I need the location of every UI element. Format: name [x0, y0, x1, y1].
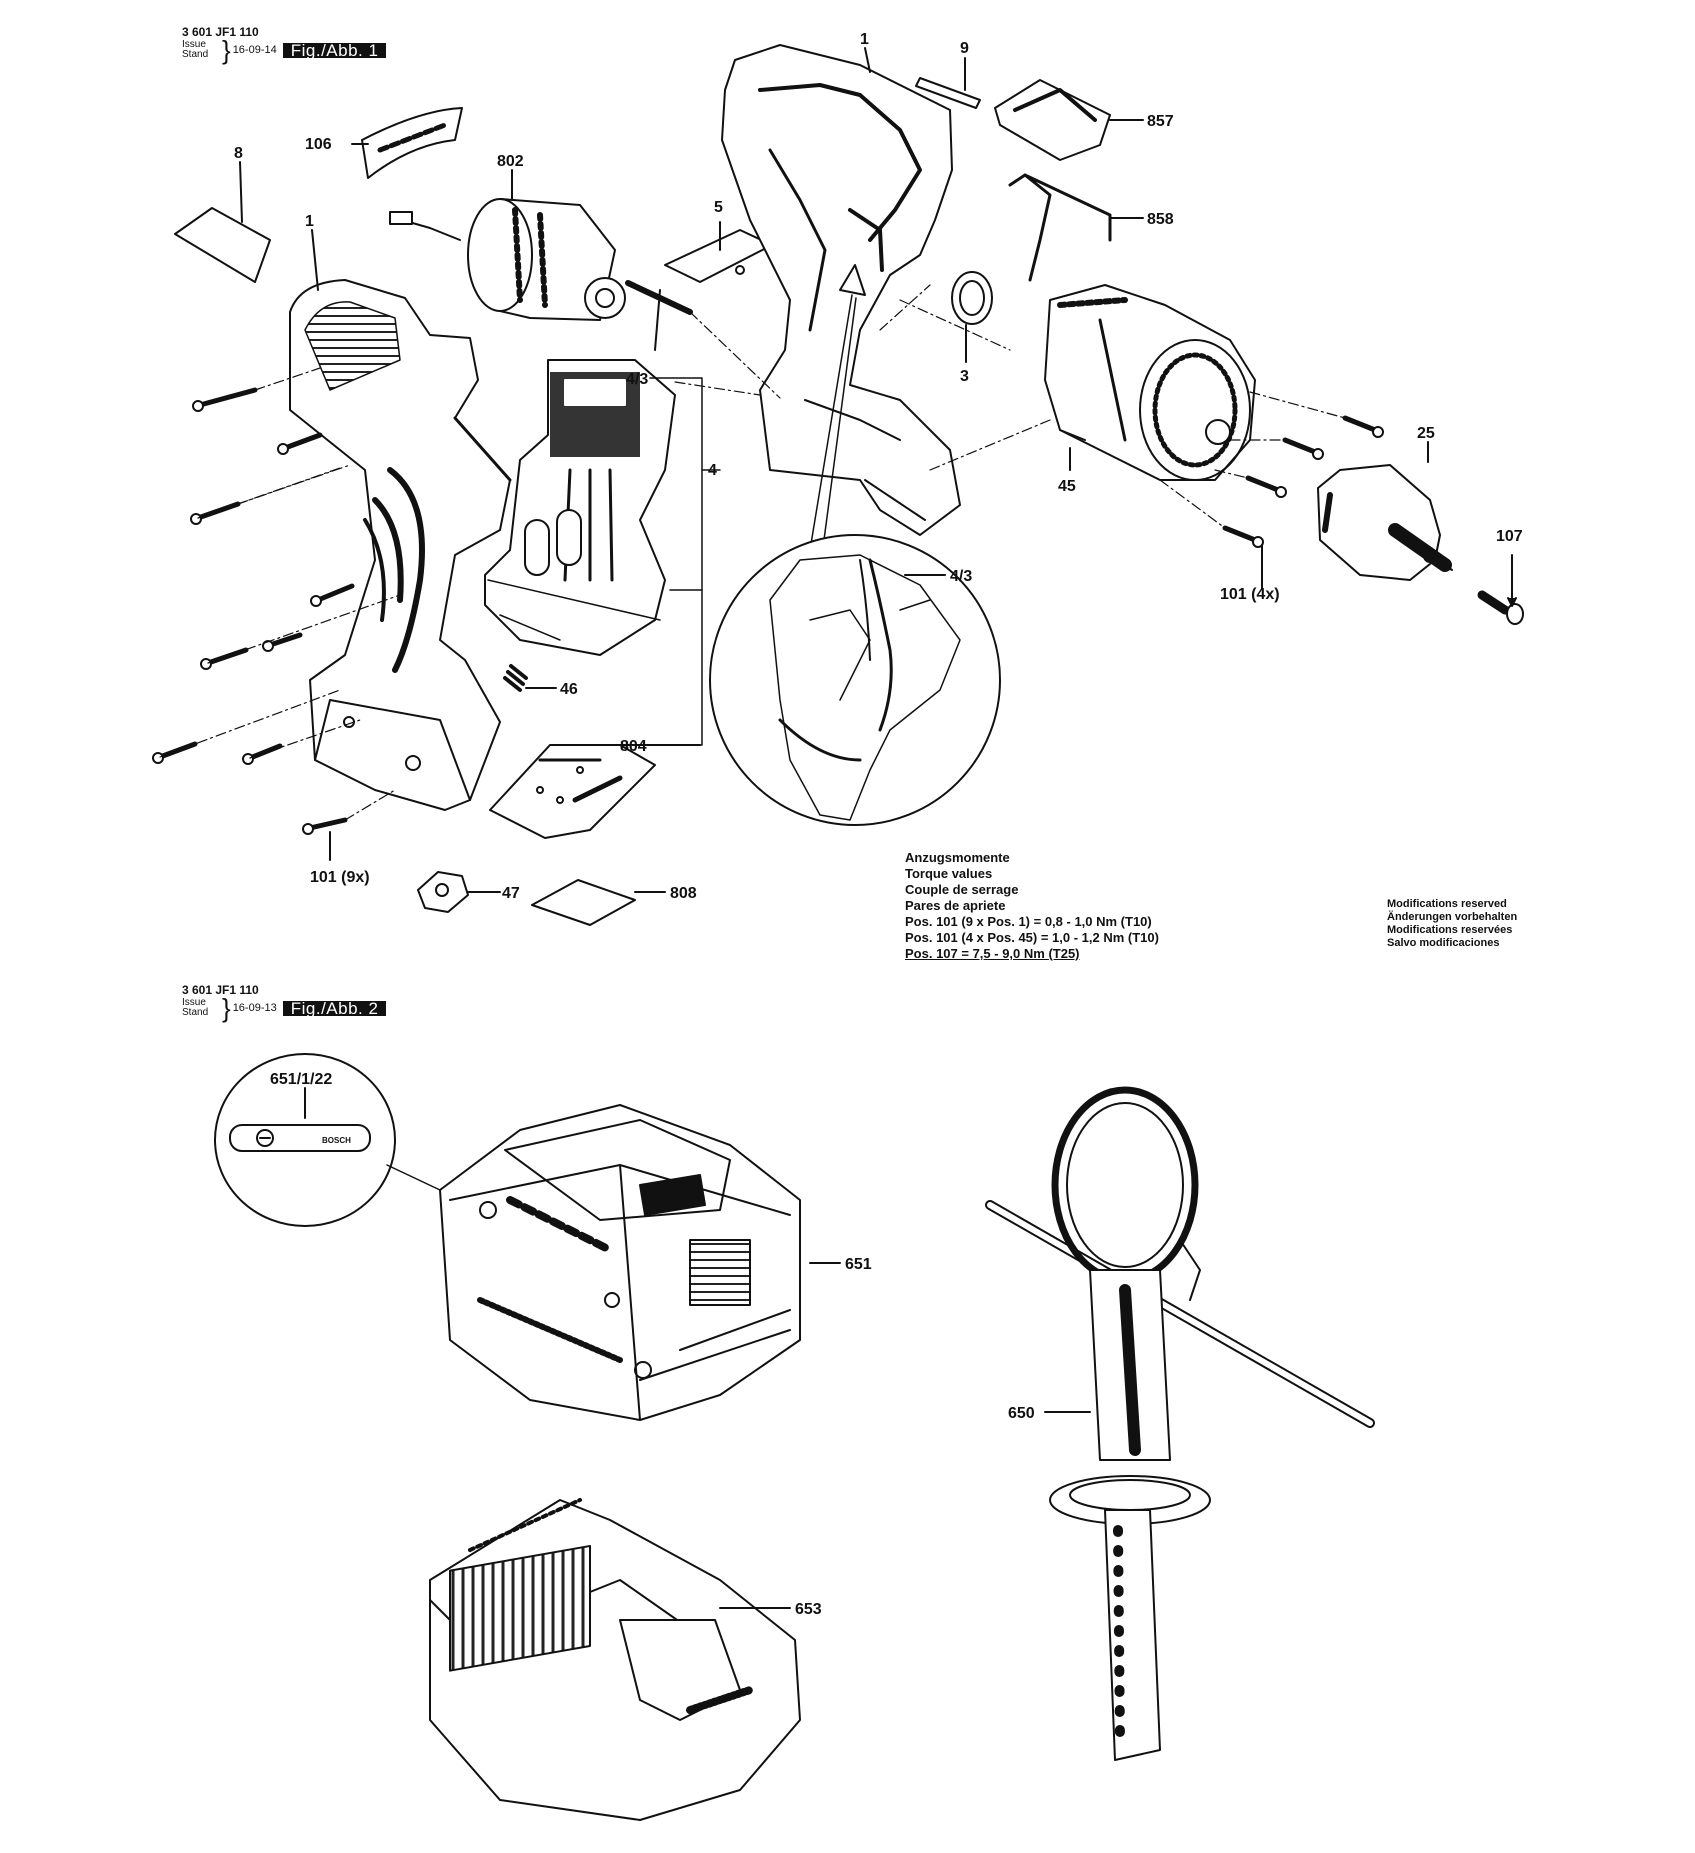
torque-line: Pos. 101 (4 x Pos. 45) = 1,0 - 1,2 Nm (T…	[905, 930, 1159, 945]
part-802-motor	[389, 198, 626, 321]
callout-3: 3	[960, 368, 969, 385]
part-1-housing-left	[289, 279, 512, 811]
leader-8	[239, 161, 243, 223]
callout-804: 804	[620, 738, 647, 755]
callout-47: 47	[502, 885, 520, 902]
part-858-wire-spring	[1008, 173, 1112, 282]
label-plate-text: BOSCH	[322, 1136, 351, 1145]
callout-5: 5	[714, 199, 723, 216]
callout-808: 808	[670, 885, 697, 902]
part-5-plate	[664, 229, 773, 283]
part-9-strip	[915, 77, 981, 109]
callout-1-right: 1	[860, 31, 869, 48]
part-4-electronics-module	[484, 359, 676, 656]
part-804-contact-plate	[489, 744, 656, 839]
part-650-side-handle	[985, 1086, 1375, 1761]
detail-arrow	[809, 264, 866, 556]
part-101-screws-right	[1222, 415, 1384, 548]
callout-857: 857	[1147, 113, 1174, 130]
callout-4-3-top: 4/3	[626, 371, 648, 388]
part-651-battery-pack	[439, 1104, 801, 1421]
part-107-screw	[1477, 590, 1524, 625]
fig1-part-number: 3 601 JF1 110	[182, 25, 259, 39]
part-3-ring	[951, 271, 993, 325]
modifications-line: Modifications reservées	[1387, 924, 1513, 936]
detail-circle-view	[709, 534, 1001, 826]
part-857-slider	[994, 79, 1111, 161]
detail-circle-label-plate	[214, 1053, 441, 1227]
fig1-issue-label: Issue	[182, 39, 206, 50]
fig2-header: 3 601 JF1 110 Issue Stand } 16-09-13 Fig…	[182, 983, 387, 1021]
assembly-lines-center	[674, 284, 1051, 471]
leader-1-right	[864, 47, 871, 73]
callout-650: 650	[1008, 1405, 1035, 1422]
torque-line: Pares de apriete	[905, 898, 1006, 913]
callout-9: 9	[960, 40, 969, 57]
fig2-part-number: 3 601 JF1 110	[182, 983, 259, 997]
part-808-pad	[531, 879, 636, 926]
fig1-label: Fig./Abb. 1	[282, 42, 387, 59]
fig1-stand-label: Stand	[182, 49, 209, 60]
callout-8: 8	[234, 145, 243, 162]
fig1-header: 3 601 JF1 110 Issue Stand } 16-09-14 Fig…	[182, 25, 387, 63]
part-106-badge	[361, 107, 463, 179]
torque-line: Pos. 107 = 7,5 - 9,0 Nm (T25)	[905, 946, 1080, 961]
callout-4: 4	[708, 462, 717, 479]
torque-line: Torque values	[905, 866, 993, 881]
callout-25: 25	[1417, 425, 1435, 442]
fig2-date: 16-09-13	[232, 1001, 277, 1014]
modifications-line: Modifications reserved	[1387, 898, 1507, 910]
fig2-issue-label: Issue	[182, 997, 206, 1008]
assembly-lines-left	[159, 367, 401, 821]
modifications-line: Änderungen vorbehalten	[1387, 911, 1518, 923]
callout-45: 45	[1058, 478, 1076, 495]
callout-1-left: 1	[305, 213, 314, 230]
callout-651-1-22: 651/1/22	[270, 1071, 332, 1088]
modifications-line: Salvo modificaciones	[1387, 937, 1500, 949]
part-47-knob	[417, 871, 469, 913]
modifications-notice: Modifications reserved Änderungen vorbeh…	[1387, 898, 1517, 950]
fig2-stand-label: Stand	[182, 1007, 209, 1018]
callout-101-9x: 101 (9x)	[310, 869, 370, 886]
part-25-chuck	[1317, 464, 1453, 581]
callout-651: 651	[845, 1256, 872, 1273]
torque-line: Couple de serrage	[905, 882, 1019, 897]
fig1-date: 16-09-14	[232, 43, 277, 56]
callout-653: 653	[795, 1601, 822, 1618]
leader-1-left	[311, 229, 319, 291]
callout-802: 802	[497, 153, 524, 170]
part-653-charger	[429, 1498, 801, 1821]
torque-line: Anzugsmomente	[905, 850, 1010, 865]
part-8-label-sheet	[174, 207, 271, 283]
part-45-gearbox	[1044, 284, 1256, 481]
part-101-screws-left	[152, 387, 355, 835]
callout-858: 858	[1147, 211, 1174, 228]
torque-notes: Anzugsmomente Torque values Couple de se…	[905, 850, 1159, 962]
assembly-lines-right	[1159, 391, 1346, 529]
callout-46: 46	[560, 681, 578, 698]
callout-106: 106	[305, 136, 332, 153]
part-46-spring	[503, 664, 528, 692]
callout-4-3-detail: 4/3	[950, 568, 972, 585]
fig2-label: Fig./Abb. 2	[282, 1000, 387, 1017]
callout-107: 107	[1496, 528, 1523, 545]
callout-101-4x: 101 (4x)	[1220, 586, 1280, 603]
wire-connector	[625, 280, 693, 351]
torque-line: Pos. 101 (9 x Pos. 1) = 0,8 - 1,0 Nm (T1…	[905, 914, 1152, 929]
